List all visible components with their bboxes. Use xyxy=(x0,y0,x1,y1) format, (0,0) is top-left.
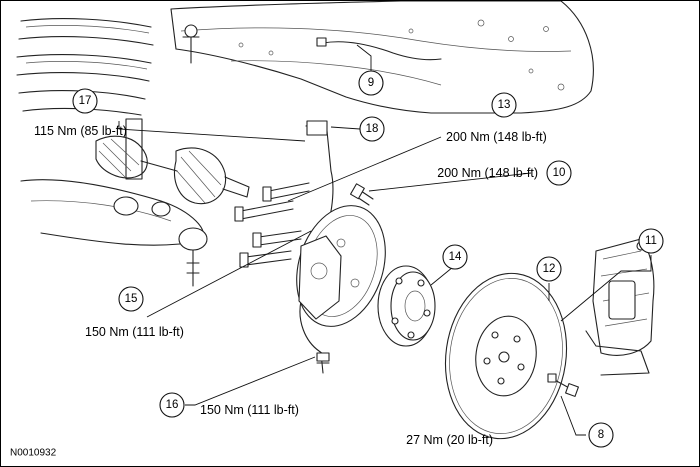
torque-label-13: 200 Nm (148 lb-ft) xyxy=(446,130,547,144)
callout-9-number: 9 xyxy=(368,77,374,89)
torque-label-17: 115 Nm (85 lb-ft) xyxy=(34,124,127,138)
callout-13-number: 13 xyxy=(498,99,511,111)
brake-caliper-illustration xyxy=(585,238,655,376)
callout-10: 10 xyxy=(546,160,572,186)
torque-label-16: 150 Nm (111 lb-ft) xyxy=(200,403,299,417)
torque-label-10: 200 Nm (148 lb-ft) xyxy=(437,166,538,180)
callout-11: 11 xyxy=(638,228,664,254)
callout-9: 9 xyxy=(358,70,384,96)
callout-14: 14 xyxy=(442,244,468,270)
wheel-hub-illustration xyxy=(377,265,436,347)
callout-18-number: 18 xyxy=(366,123,379,135)
callout-11-number: 11 xyxy=(645,235,657,247)
callout-15-number: 15 xyxy=(125,293,138,305)
halfshaft-illustration xyxy=(95,135,250,205)
vehicle-frame-illustration xyxy=(170,1,594,114)
lower-arm-illustration xyxy=(20,179,208,287)
callout-16-number: 16 xyxy=(166,399,179,411)
knuckle-dust-shield-illustration xyxy=(296,120,386,374)
caliper-bolt-illustration xyxy=(547,373,579,397)
coil-spring-illustration xyxy=(16,18,200,180)
callout-16: 16 xyxy=(159,392,185,418)
callout-14-number: 14 xyxy=(449,251,462,263)
callout-8-number: 8 xyxy=(598,429,604,441)
callout-12: 12 xyxy=(536,256,562,282)
callout-12-number: 12 xyxy=(543,263,556,275)
figure-code: N0010932 xyxy=(10,448,57,459)
brake-disc-illustration xyxy=(444,272,568,440)
torque-label-15: 150 Nm (111 lb-ft) xyxy=(85,325,184,339)
callout-17: 17 xyxy=(72,88,98,114)
torque-label-8: 27 Nm (20 lb-ft) xyxy=(406,433,493,447)
leader-lines xyxy=(118,44,652,436)
callout-8: 8 xyxy=(588,422,614,448)
callout-10-number: 10 xyxy=(553,167,566,179)
upper-bolts-illustration xyxy=(234,182,374,268)
callout-13: 13 xyxy=(491,92,517,118)
callout-17-number: 17 xyxy=(79,95,92,107)
callout-18: 18 xyxy=(359,116,385,142)
callout-15: 15 xyxy=(118,286,144,312)
